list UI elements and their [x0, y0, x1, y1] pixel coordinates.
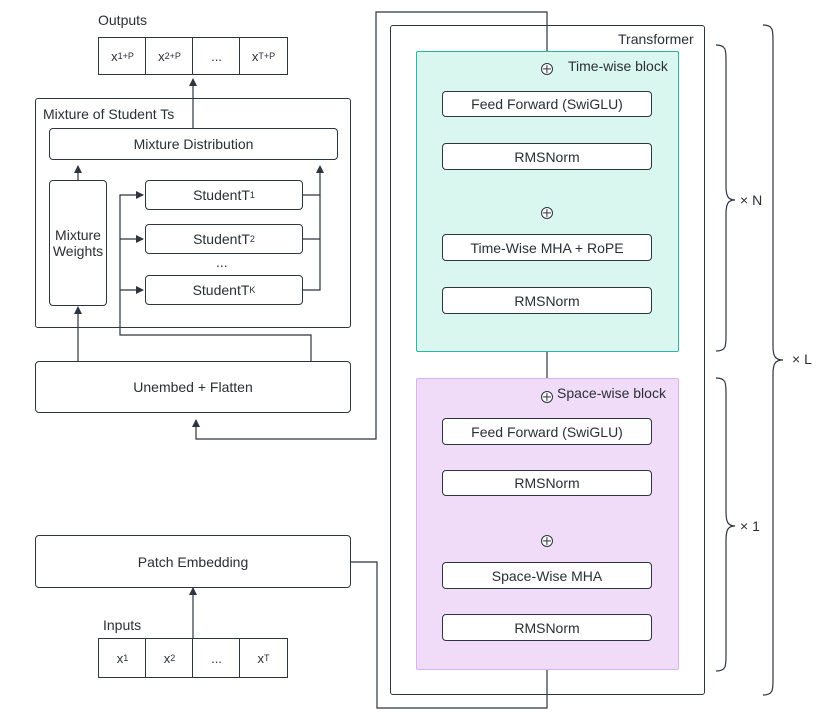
students-ellipsis: ...: [216, 254, 228, 270]
mixture-title: Mixture of Student Ts: [43, 106, 175, 122]
output-cell-sub: 1+P: [117, 51, 134, 61]
transformer-title: Transformer: [618, 31, 694, 47]
output-cell-base: x: [251, 48, 259, 64]
inputs-title: Inputs: [103, 617, 142, 633]
output-cell-sub: T+P: [258, 51, 276, 61]
time-feed-forward-box: Feed Forward (SwiGLU): [442, 91, 652, 117]
output-cell-sub: 2+P: [164, 51, 181, 61]
repeat-one-label: × 1: [740, 518, 760, 534]
transformer-region: [390, 25, 705, 695]
input-cell-sub: 1: [123, 653, 129, 663]
input-cell-base: x: [116, 650, 124, 666]
mixture-weights-line1: Mixture: [55, 227, 101, 243]
time-wise-mha-box: Time-Wise MHA + RoPE: [442, 234, 652, 261]
student-t-label: StudentT: [192, 282, 250, 298]
repeat-n-label: × N: [740, 192, 763, 208]
space-rmsnorm-box: RMSNorm: [442, 614, 652, 641]
mixture-of-student-ts-region: [35, 98, 351, 328]
space-rmsnorm-box: RMSNorm: [442, 470, 652, 496]
input-cell: ...: [192, 638, 241, 678]
input-cell-sub: 2: [170, 653, 176, 663]
mixture-weights-box: Mixture Weights: [49, 180, 107, 306]
mixture-distribution-box: Mixture Distribution: [49, 128, 338, 160]
output-cell-base: x: [158, 48, 165, 64]
time-rmsnorm-box: RMSNorm: [442, 287, 652, 314]
input-cell-sub: T: [264, 653, 270, 663]
patch-embedding-box: Patch Embedding: [35, 535, 351, 588]
input-cell-base: ...: [211, 650, 222, 666]
outputs-title: Outputs: [98, 12, 148, 28]
student-t-label: StudentT: [193, 187, 250, 203]
student-t-sub: 1: [249, 190, 255, 200]
residual-add-icon: [541, 207, 553, 219]
input-cell-base: x: [163, 650, 171, 666]
mixture-weights-line2: Weights: [52, 243, 104, 259]
output-cell: ...: [192, 37, 241, 75]
output-cell-base: ...: [211, 48, 222, 64]
student-t-sub: 2: [249, 234, 255, 244]
time-rmsnorm-box: RMSNorm: [442, 143, 652, 170]
space-feed-forward-box: Feed Forward (SwiGLU): [442, 418, 652, 445]
space-wise-block-title: Space-wise block: [557, 385, 666, 401]
residual-add-icon: [541, 391, 553, 403]
input-cell-base: x: [257, 650, 265, 666]
time-wise-block-title: Time-wise block: [568, 58, 668, 74]
student-t-label: StudentT: [193, 231, 250, 247]
repeat-l-label: × L: [792, 351, 812, 367]
student-t-sub: K: [249, 285, 256, 295]
residual-add-icon: [541, 63, 553, 75]
output-cell-base: x: [111, 48, 118, 64]
unembed-flatten-box: Unembed + Flatten: [35, 361, 351, 413]
residual-add-icon: [541, 535, 553, 547]
space-wise-mha-box: Space-Wise MHA: [442, 562, 652, 589]
